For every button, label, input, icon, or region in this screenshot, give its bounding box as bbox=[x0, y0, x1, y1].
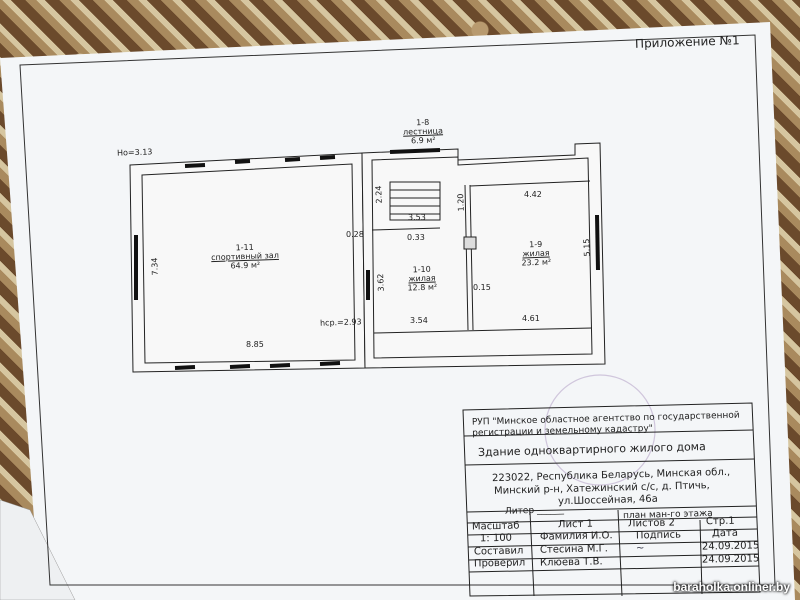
avg-height-label: hср.=2.93 bbox=[319, 317, 362, 328]
tb-row-3-col-0: Проверил bbox=[473, 557, 526, 570]
room-1-10: 1-10 жилая 12.8 м² bbox=[398, 264, 447, 293]
dim-1-20: 1.20 bbox=[456, 193, 466, 212]
right-block-outer-wall bbox=[361, 142, 606, 369]
watermark: baraholka.onliner.by bbox=[673, 580, 790, 594]
dim-0-15: 0.15 bbox=[473, 283, 491, 292]
dim-0-33: 0.33 bbox=[407, 233, 425, 242]
floor-plan bbox=[129, 142, 606, 373]
stove bbox=[463, 236, 477, 250]
partition-wall bbox=[464, 184, 469, 331]
dim-8-85: 8.85 bbox=[246, 340, 264, 349]
dim-4-42: 4.42 bbox=[524, 190, 542, 199]
room-1-8-area: 6.9 м² bbox=[410, 135, 436, 146]
hall-inner-wall bbox=[141, 163, 356, 364]
tb-row-0-col-0: Масштаб bbox=[471, 520, 520, 533]
tb-row-0-col-2: Листов 2 bbox=[627, 517, 676, 530]
dim-0-28: 0.28 bbox=[346, 230, 364, 239]
dim-3-53: 3.53 bbox=[408, 213, 426, 222]
stamp-circle bbox=[544, 374, 656, 486]
lower-paper bbox=[0, 499, 76, 600]
tb-row-1-col-2: Подпись bbox=[635, 529, 682, 542]
dim-7-34: 7.34 bbox=[150, 257, 160, 276]
stair-outline bbox=[389, 181, 441, 221]
partition-wall-2 bbox=[469, 184, 474, 331]
title-block-frame bbox=[462, 402, 761, 597]
room-1-11: 1-11 спортивный зал 64.9 м² bbox=[205, 242, 286, 272]
drawing-frame bbox=[19, 34, 776, 586]
tb-row-2-col-1: Стесина М.Г. bbox=[539, 543, 608, 556]
dim-4-61: 4.61 bbox=[522, 314, 540, 323]
tb-row-2-col-3: 24.09.2015 bbox=[701, 540, 760, 553]
liter-label: Литер ______ bbox=[504, 505, 565, 517]
room-1-9-top-wall bbox=[469, 180, 591, 187]
dim-3-62: 3.62 bbox=[376, 273, 386, 292]
tb-row-1-col-3: Дата bbox=[711, 527, 739, 540]
tb-row-3-col-3: 24.09.2015 bbox=[701, 553, 760, 566]
right-block-inner-wall bbox=[371, 156, 593, 359]
dim-5-15: 5.15 bbox=[582, 238, 592, 257]
stair-landing bbox=[371, 227, 441, 231]
dim-2-24: 2.24 bbox=[374, 185, 384, 204]
room-1-10-area: 12.8 м² bbox=[407, 282, 438, 293]
tb-row-0-col-1: Лист 1 bbox=[557, 518, 594, 531]
room-1-9-area: 23.2 м² bbox=[521, 257, 552, 268]
tb-row-0-col-3: Стр.1 bbox=[705, 515, 735, 528]
room-1-9: 1-9 жилая 23.2 м² bbox=[512, 239, 561, 268]
room-1-8: 1-8 лестница 6.9 м² bbox=[403, 117, 444, 146]
signature-1: ~ bbox=[636, 543, 645, 554]
tb-row-1-col-0: 1: 100 bbox=[479, 532, 513, 545]
corridor-wall bbox=[373, 327, 593, 334]
dim-3-54: 3.54 bbox=[410, 316, 428, 325]
tb-row-1-col-1: Фамилия И.О. bbox=[539, 530, 613, 543]
tb-row-2-col-0: Составил bbox=[473, 545, 524, 558]
tb-row-3-col-1: Клюева Т.В. bbox=[539, 556, 603, 569]
ho-height-label: Ho=3.13 bbox=[116, 147, 153, 158]
